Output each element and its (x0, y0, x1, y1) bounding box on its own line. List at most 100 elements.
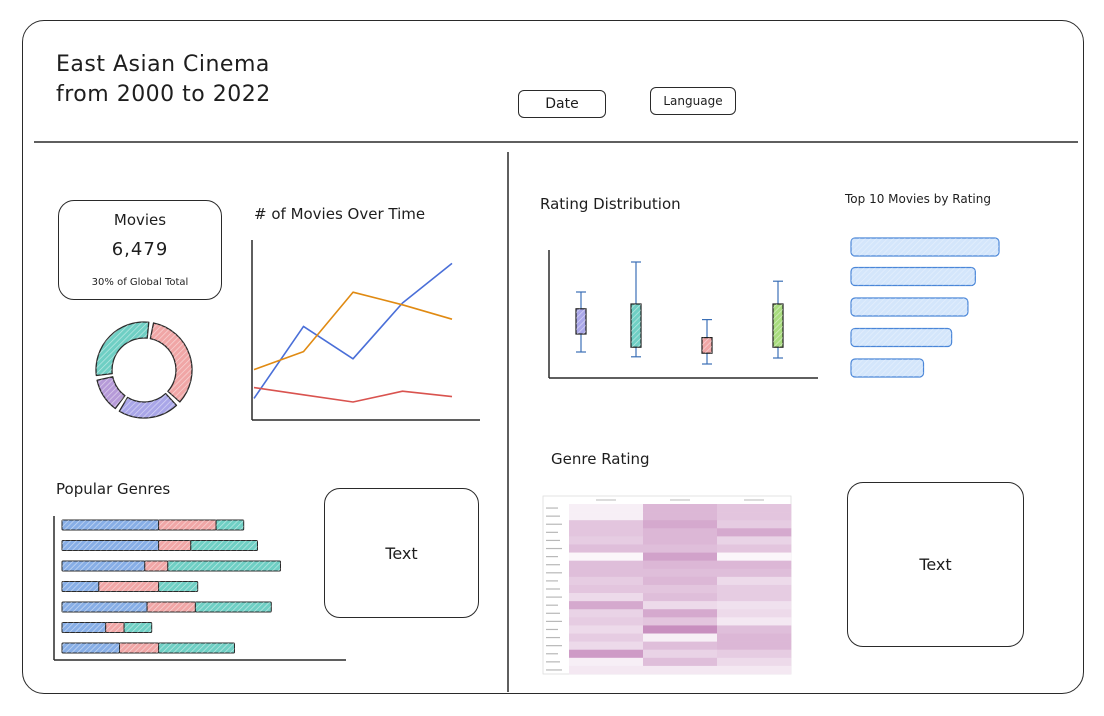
heatmap-cell (717, 576, 792, 586)
heatmap-cell (717, 568, 792, 578)
heatmap-cell (569, 552, 644, 561)
kpi-label: Movies (113, 211, 167, 229)
donut-slice-hatch (96, 322, 149, 376)
heatmap-cell (643, 584, 718, 594)
heatmap-cell (643, 657, 718, 667)
heatmap-cell (643, 625, 718, 634)
heatmap-cell (643, 609, 718, 618)
heatmap-cell (569, 560, 644, 570)
heatmap-cell (643, 601, 718, 610)
genre-rating-heatmap (542, 495, 792, 675)
heatmap-cell (569, 536, 644, 545)
box-body-hatch (773, 304, 783, 348)
popular-genres-title: Popular Genres (56, 480, 171, 498)
text-placeholder-label: Text (385, 543, 418, 563)
heatmap-cell (569, 649, 644, 659)
heatmap-cell (569, 665, 644, 675)
donut-slice-hatch (97, 376, 125, 409)
heatmap-cell (717, 512, 792, 521)
movies-over-time-title: # of Movies Over Time (254, 205, 426, 223)
box-body-hatch (702, 337, 712, 354)
heatmap-cell (717, 560, 792, 570)
genre-bar-hatch (216, 520, 244, 530)
heatmap-cell (569, 617, 644, 626)
genre-bar-hatch (158, 581, 198, 592)
genre-bar-hatch (124, 622, 152, 633)
heatmap-cell (717, 633, 792, 642)
heatmap-cell (717, 544, 792, 553)
top10-bar-hatch (851, 267, 976, 286)
heatmap-cell (643, 617, 718, 626)
heatmap-cell (643, 536, 718, 545)
genre-bar-hatch (105, 622, 125, 633)
heatmap-cell (643, 568, 718, 578)
heatmap-cell (569, 576, 644, 586)
heatmap-cell (643, 665, 718, 675)
top10-bar-hatch (851, 328, 952, 347)
heatmap-cell (717, 584, 792, 594)
heatmap-cell (717, 641, 792, 651)
movies-over-time-chart (251, 240, 480, 421)
genre-bar-hatch (62, 622, 106, 633)
movies-kpi-card: Movies 6,479 30% of Global Total (58, 200, 222, 300)
heatmap-cell (717, 625, 792, 634)
box-body-hatch (576, 308, 586, 334)
heatmap-cell (643, 544, 718, 553)
heatmap-cell (717, 536, 792, 545)
heatmap-cell (569, 512, 644, 521)
genre-bar-hatch (158, 643, 235, 653)
genre-bar-hatch (158, 520, 217, 530)
heatmap-cell (717, 657, 792, 667)
heatmap-cell (643, 560, 718, 570)
heatmap-cell (717, 528, 792, 537)
kpi-value: 6,479 (111, 239, 169, 260)
heatmap-cell (717, 609, 792, 618)
heatmap-cell (643, 520, 718, 529)
heatmap-cell (569, 601, 644, 610)
top10-title: Top 10 Movies by Rating (845, 192, 991, 206)
line-series-3 (253, 386, 453, 403)
genre-bar-hatch (147, 602, 196, 612)
heatmap-cell (717, 601, 792, 610)
heatmap-cell (643, 593, 718, 602)
rating-distribution-chart (548, 250, 818, 379)
line-series-1 (253, 262, 453, 399)
text-placeholder-right: Text (847, 482, 1024, 647)
genre-bar-hatch (62, 520, 159, 530)
line-series-2 (253, 291, 453, 371)
heatmap-cell (643, 649, 718, 659)
heatmap-cell (643, 504, 718, 513)
donut-slice-hatch (119, 393, 177, 418)
title-line-2: from 2000 to 2022 (56, 82, 271, 107)
genre-bar-hatch (167, 561, 281, 571)
box-body-hatch (631, 304, 641, 348)
genre-bar-hatch (62, 643, 120, 653)
genre-bar-hatch (98, 581, 159, 592)
heatmap-cell (643, 512, 718, 521)
date-filter-button[interactable]: Date (518, 90, 606, 118)
heatmap-cell (643, 641, 718, 651)
heatmap-cell (643, 576, 718, 586)
genre-bar-hatch (62, 581, 99, 592)
heatmap-cell (717, 617, 792, 626)
heatmap-cell (569, 641, 644, 651)
genre-bar-hatch (62, 561, 145, 571)
genre-bar-hatch (62, 602, 148, 612)
genre-donut-chart (95, 321, 193, 419)
heatmap-cell (643, 528, 718, 537)
heatmap-cell (643, 633, 718, 642)
heatmap-cell (569, 609, 644, 618)
heatmap-cell (569, 504, 644, 513)
top10-bar-hatch (851, 298, 968, 316)
heatmap-cell (569, 520, 644, 529)
genre-bar-hatch (119, 643, 159, 653)
genre-bar-hatch (144, 561, 168, 571)
heatmap-cell (569, 544, 644, 553)
kpi-subtitle: 30% of Global Total (91, 277, 189, 288)
heatmap-cell (643, 552, 718, 561)
language-filter-button[interactable]: Language (650, 87, 736, 115)
top10-bar-hatch (851, 359, 924, 377)
text-placeholder-left: Text (324, 488, 479, 618)
heatmap-cell (569, 625, 644, 634)
